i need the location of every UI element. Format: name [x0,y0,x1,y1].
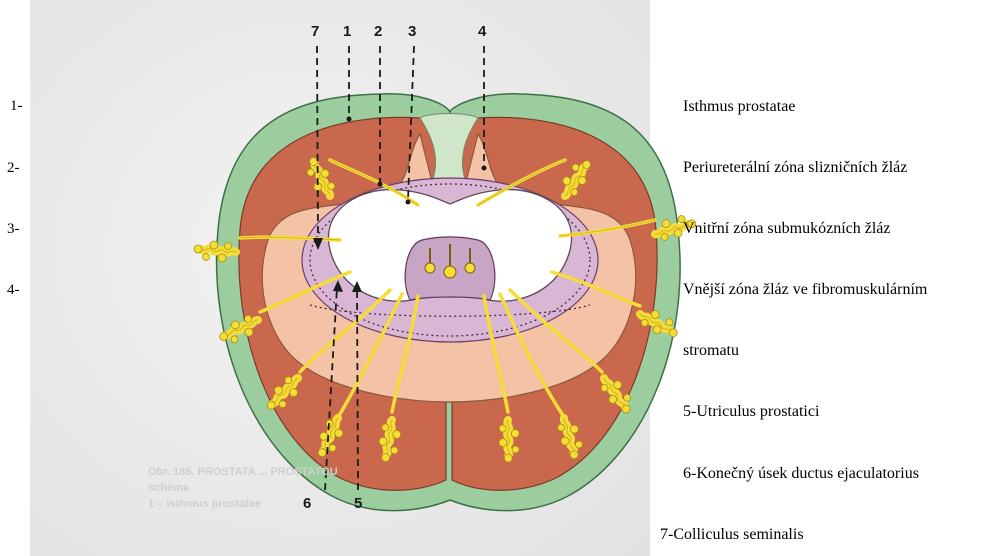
legend-utriculus: 5-Utriculus prostatici [683,404,819,420]
legend-isthmus: Isthmus prostatae [683,99,795,115]
callout-number-2: 2 [374,24,382,39]
left-number-3: 3- [7,222,20,237]
left-number-4: 4- [7,283,20,298]
legend-ejaculatory-duct: 6-Konečný úsek ductus ejaculatorius [683,466,919,482]
faded-caption-line-2: schéma [148,482,189,494]
callout-number-7: 7 [311,24,319,39]
left-number-1: 1- [10,99,23,114]
callout-number-6: 6 [303,496,311,511]
callout-number-1: 1 [343,24,351,39]
faded-caption-line-3: 1 – isthmus prostatae [148,498,261,510]
left-number-2: 2- [7,161,20,176]
legend-outer-zone: Vnější zóna žláz ve fibromuskulárním [683,282,927,298]
faded-caption-line-1: Obr. 185. PROSTATA ... PROSTATOU [148,466,338,478]
callout-number-5: 5 [354,496,362,511]
legend-periurethral-zone: Periureterální zóna slizničních žláz [683,160,907,176]
callout-number-4: 4 [478,24,486,39]
legend-inner-zone: Vnitřní zóna submukózních žláz [683,221,891,237]
legend-outer-zone-continued: stromatu [683,343,739,359]
legend-colliculus: 7-Colliculus seminalis [660,527,804,543]
callout-number-3: 3 [408,24,416,39]
